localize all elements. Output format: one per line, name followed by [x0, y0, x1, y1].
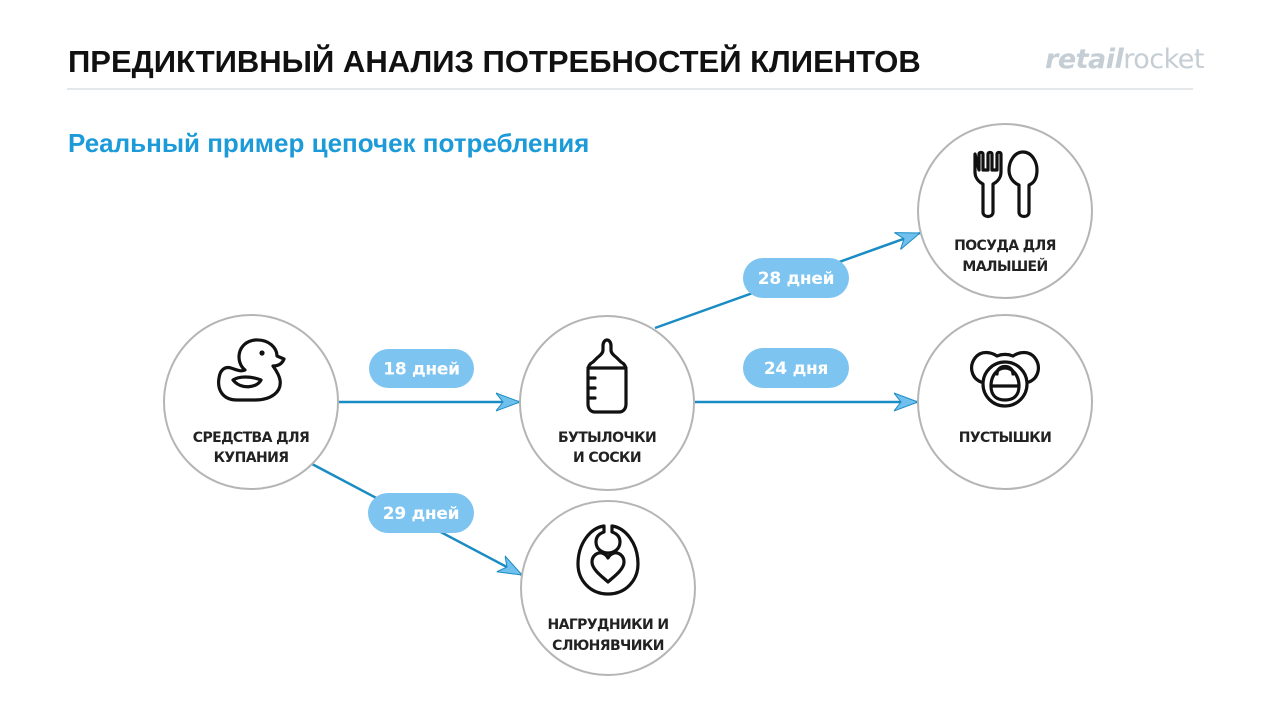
pill-text: 24 дня — [764, 359, 828, 379]
node-bottles: БУТЫЛОЧКИ И СОСКИ — [519, 315, 695, 491]
pill — [743, 348, 849, 388]
node-bathing: СРЕДСТВА ДЛЯ КУПАНИЯ — [163, 314, 339, 490]
node-label-line: ПУСТЫШКИ — [959, 430, 1052, 446]
node-tableware: ПОСУДА ДЛЯ МАЛЫШЕЙ — [917, 123, 1093, 299]
rubber-duck-icon — [217, 338, 286, 402]
node-label-line: И СОСКИ — [573, 450, 641, 466]
node-label-line: КУПАНИЯ — [214, 450, 289, 466]
pill-text: 29 дней — [383, 504, 459, 524]
pacifier-icon — [970, 350, 1040, 408]
logo-bold-part: retail — [1045, 44, 1124, 75]
pill-text: 18 дней — [383, 360, 459, 380]
pill — [369, 349, 474, 388]
slide-title: ПРЕДИКТИВНЫЙ АНАЛИЗ ПОТРЕБНОСТЕЙ КЛИЕНТО… — [68, 44, 921, 79]
pill-text: 28 дней — [758, 269, 834, 289]
edge-label-29-days: 29 дней — [368, 493, 474, 533]
pill — [368, 493, 474, 533]
node-label-line: НАГРУДНИКИ И — [548, 617, 669, 633]
node-label-line: СРЕДСТВА ДЛЯ — [193, 430, 309, 446]
edge-label-18-days: 18 дней — [369, 349, 474, 388]
node-circle — [917, 314, 1093, 490]
logo-light-part: rocket — [1123, 44, 1205, 75]
node-bibs: НАГРУДНИКИ И СЛЮНЯВЧИКИ — [520, 500, 696, 676]
node-label-line: МАЛЫШЕЙ — [962, 258, 1047, 275]
node-label-line: БУТЫЛОЧКИ — [558, 430, 656, 446]
node-circle — [520, 500, 696, 676]
node-pacifiers: ПУСТЫШКИ — [917, 314, 1093, 490]
node-label-line: СЛЮНЯВЧИКИ — [552, 638, 664, 654]
duck-eye — [259, 350, 265, 356]
node-circle — [917, 123, 1093, 299]
node-label-line: ПОСУДА ДЛЯ — [954, 238, 1056, 254]
node-circle — [519, 315, 695, 491]
bib-icon — [576, 524, 640, 596]
edge-label-28-days: 28 дней — [743, 258, 849, 298]
fork-spoon-icon — [973, 150, 1039, 219]
node-circle — [163, 314, 339, 490]
edge-label-24-days: 24 дня — [743, 348, 849, 388]
section-subtitle: Реальный пример цепочек потребления — [68, 128, 590, 158]
pill — [743, 258, 849, 298]
retailrocket-logo: retailrocket — [1045, 44, 1205, 75]
baby-bottle-icon — [586, 338, 628, 414]
header-divider — [67, 88, 1193, 90]
